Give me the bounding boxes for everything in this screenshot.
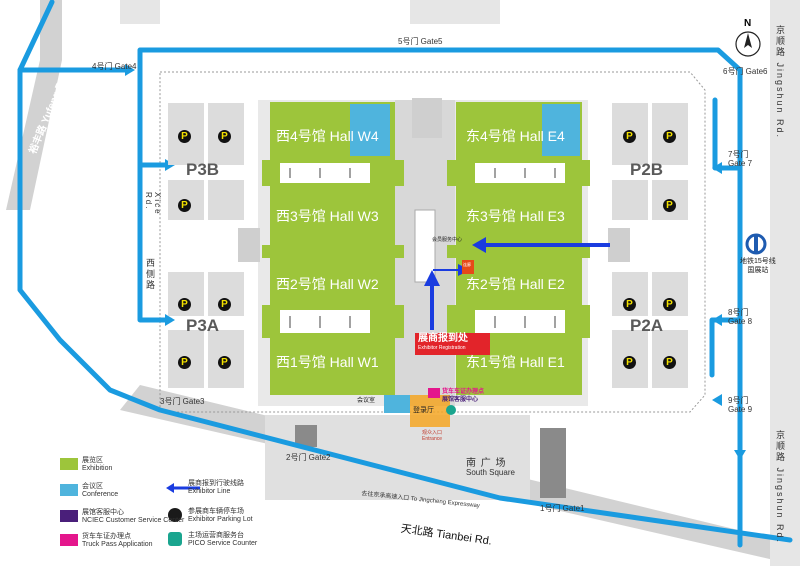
conference-room-label: 会议室: [357, 398, 376, 404]
p-icon: P: [663, 294, 676, 312]
p-icon: P: [218, 126, 231, 144]
metro-label: 地铁15号线国展站: [740, 258, 776, 274]
lot-p2a-label: P2A: [630, 316, 664, 335]
compass: [735, 31, 761, 57]
metro-logo: [745, 233, 767, 255]
hall-w3-label: 西3号馆 Hall W3: [276, 208, 379, 224]
route-west: [137, 72, 173, 323]
south-square-cn: 南 广 场: [466, 458, 507, 469]
lot-p3b-label: P3B: [186, 160, 220, 179]
conference-lobby: [384, 395, 410, 413]
xice-en: Xice Rd.: [144, 192, 162, 216]
west-halls: [262, 102, 404, 395]
p-icon: P: [178, 126, 191, 144]
hall-e4-label: 东4号馆 Hall E4: [466, 128, 565, 144]
p-icon: P: [623, 294, 636, 312]
pickup-label: 货车车证办理点: [442, 389, 485, 395]
registration-box: [415, 333, 490, 355]
hall-e1-label: 东1号馆 Hall E1: [466, 354, 565, 370]
exhibitor-route: [430, 243, 610, 330]
gate4-label: 4号门 Gate4: [92, 62, 137, 71]
gate5-label: 5号门 Gate5: [398, 37, 443, 46]
entrance-lobby: [410, 395, 450, 427]
conference-e4: [542, 104, 580, 156]
service-label: 展馆客服中心: [442, 397, 479, 403]
registration-en: Exhibitor Registration: [418, 345, 466, 351]
hall-w4-label: 西4号馆 Hall W4: [276, 128, 379, 144]
gate2-road: [295, 425, 317, 447]
conference-w4: [350, 104, 390, 156]
hall-w1-label: 西1号馆 Hall W1: [276, 354, 379, 370]
legend-swatches: [60, 458, 200, 546]
lot-p2b-label: P2B: [630, 160, 664, 179]
route-east-p2a: [709, 317, 743, 378]
road-jingshun: [770, 0, 800, 566]
p-icon: P: [663, 195, 676, 213]
p-icon: P: [663, 352, 676, 370]
p-icon: P: [623, 352, 636, 370]
hall-e2-label: 东2号馆 Hall E2: [466, 276, 565, 292]
upper-service-label: 会员服务中心: [432, 237, 463, 243]
venue-boundary: [159, 71, 706, 413]
gate3-label: 3号门 Gate3: [160, 397, 205, 406]
road-north: [120, 0, 160, 24]
pico-counter: [446, 405, 456, 415]
p-icon: P: [178, 352, 191, 370]
hall-w2-label: 西2号馆 Hall W2: [276, 276, 379, 292]
p-icon: P: [218, 294, 231, 312]
p-icon: P: [178, 294, 191, 312]
jingshun-top: 京顺路 Jingshun Rd.: [775, 25, 785, 140]
registration-cn: 展商报到处: [418, 333, 468, 344]
spine-inner: [414, 209, 436, 283]
route-yufeng: [17, 0, 793, 543]
hall-e3-label: 东3号馆 Hall E3: [466, 208, 565, 224]
lobby-label: 登录厅: [413, 407, 434, 414]
link-label: 连廊: [463, 262, 471, 267]
p-icon: P: [218, 352, 231, 370]
p-icon: P: [178, 195, 191, 213]
road-north-2: [410, 0, 500, 24]
gate1-label: 1号门 Gate1: [540, 504, 585, 513]
route-north: [137, 47, 743, 548]
jingshun-bottom: 京顺路 Jingshun Rd.: [775, 430, 785, 545]
p-icon: P: [623, 126, 636, 144]
gate6-label: 6号门 Gate6: [723, 67, 768, 76]
parking-lots: [168, 103, 688, 388]
pickup-box: [428, 388, 440, 398]
p-icon: P: [663, 126, 676, 144]
compass-n: N: [744, 18, 752, 29]
gate2-label: 2号门 Gate2: [286, 453, 331, 462]
xice-cn: 西侧路: [145, 258, 155, 291]
south-square-en: South Square: [466, 468, 515, 477]
lot-p3a-label: P3A: [186, 316, 220, 335]
gate1-road: [540, 428, 566, 498]
